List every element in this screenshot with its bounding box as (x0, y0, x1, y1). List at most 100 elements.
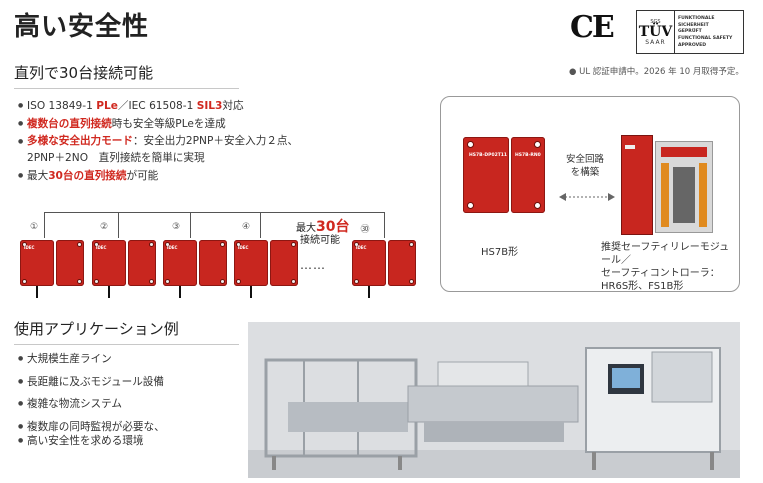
tuv-line: APPROVED (678, 42, 707, 48)
feature-highlight: PLe (96, 100, 118, 112)
feature-text: ：安全出力2PNP＋安全入力２点、 (132, 135, 299, 147)
terminal-block (699, 163, 707, 227)
chain-number: ㉚ (360, 225, 370, 235)
door-sensor-actuator (199, 240, 227, 286)
sensor-code: HS7B-DP02T11 (469, 153, 508, 158)
tuv-main-text: TÜV (638, 23, 673, 40)
section-heading-text: 使用アプリケーション例 (14, 320, 179, 338)
sensor-brand: IDEC (167, 245, 178, 250)
feature-highlight: 30台の直列接続 (48, 170, 127, 182)
tuv-line: GEPRÜFT (678, 29, 702, 35)
chain-drop-line (190, 212, 191, 238)
chain-number: ① (29, 222, 39, 232)
sensor-brand: IDEC (96, 245, 107, 250)
chain-drop-line (384, 212, 385, 238)
application-item: 複雑な物流システム (18, 393, 165, 416)
section-heading-text: 直列で30台接続可能 (14, 64, 154, 82)
feature-highlight: 複数台の直列接続 (27, 118, 112, 130)
door-sensor-unit: IDEC (92, 240, 126, 286)
chain-number: ② (99, 222, 109, 232)
safety-relay-image (621, 135, 653, 235)
max-suffix: 接続可能 (300, 235, 340, 247)
sensor-cable (179, 286, 181, 298)
hs7b-actuator-image: HS7B-RN0 (511, 137, 545, 213)
sensor-cable (108, 286, 110, 298)
tuv-saar-text: SAAR (645, 38, 666, 46)
door-sensor-actuator (388, 240, 416, 286)
controller-header (661, 147, 707, 157)
tuv-sgs-text: SGS (650, 18, 661, 25)
feature-text: 2PNP＋2NO 直列接続を簡単に実現 (27, 152, 205, 164)
sensor-cable (250, 286, 252, 298)
bidirectional-arrow-icon (559, 193, 615, 201)
chain-bus-line (44, 212, 384, 213)
feature-text: が可能 (126, 170, 159, 182)
sensor-code: HS7B-RN0 (515, 153, 541, 158)
sensor-brand: IDEC (356, 245, 367, 250)
feature-list: ISO 13849-1 PLe／IEC 61508-1 SIL3対応 複数台の直… (18, 97, 298, 185)
sensor-brand: IDEC (24, 245, 35, 250)
chain-drop-line (44, 212, 45, 238)
feature-text: ／IEC 61508-1 (117, 100, 197, 112)
tuv-line: FUNKTIONALE SICHERHEIT (678, 16, 715, 28)
section-heading-apps: 使用アプリケーション例 (14, 318, 239, 345)
door-sensor-unit: IDEC (234, 240, 268, 286)
max-prefix: 最大 (296, 223, 316, 234)
feature-highlight: SIL3 (196, 100, 223, 112)
tuv-description: FUNKTIONALE SICHERHEIT GEPRÜFT FUNCTIONA… (675, 11, 743, 53)
hs7b-sensor-image: HS7B-DP02T11 (463, 137, 509, 213)
tuv-badge: SGS TÜV SAAR FUNKTIONALE SICHERHEIT GEPR… (636, 10, 744, 54)
application-item: 複数扉の同時監視が必要な、 (18, 416, 165, 439)
controller-module (673, 167, 695, 223)
application-item: 大規模生産ライン (18, 348, 165, 371)
application-item: 長距離に及ぶモジュール設備 (18, 371, 165, 394)
circuit-line: 安全回路 (565, 154, 604, 165)
max-connection-label: 最大30台 接続可能 (296, 219, 350, 247)
hs7b-label: HS7B形 (481, 247, 519, 258)
door-sensor-actuator (270, 240, 298, 286)
page-title: 高い安全性 (14, 12, 150, 42)
terminal-block (661, 163, 669, 227)
machine-illustration (248, 322, 740, 478)
sensor-cable (368, 286, 370, 298)
tuv-line: FUNCTIONAL SAFETY (678, 35, 733, 41)
relay-label: 推奨セーフティリレーモジュール／ セーフティコントローラ： HR6S形、FS1B… (601, 241, 739, 293)
production-line-photo (248, 322, 740, 478)
ce-mark: CE (570, 10, 615, 45)
door-sensor-unit: IDEC (163, 240, 197, 286)
relay-line: セーフティコントローラ： (601, 268, 720, 279)
application-list: 大規模生産ライン 長距離に及ぶモジュール設備 複雑な物流システム 複数扉の同時監… (18, 348, 165, 448)
sensor-cable (36, 286, 38, 298)
relay-indicator (625, 145, 635, 149)
door-sensor-actuator (128, 240, 156, 286)
section-heading-serial: 直列で30台接続可能 (14, 62, 239, 89)
chain-drop-line (118, 212, 119, 238)
feature-item: 最大30台の直列接続が可能 (18, 167, 298, 185)
feature-item: ISO 13849-1 PLe／IEC 61508-1 SIL3対応 (18, 97, 298, 115)
door-sensor-actuator (56, 240, 84, 286)
feature-text: ISO 13849-1 (27, 100, 97, 112)
ul-note: ● UL 認証申請中。2026 年 10 月取得予定。 (569, 67, 744, 77)
ellipsis: …… (300, 258, 326, 272)
chain-drop-line (260, 212, 261, 238)
application-item-continued: 高い安全性を求める環境 (18, 434, 165, 448)
chain-number: ④ (241, 222, 251, 232)
system-panel: HS7B-DP02T11 HS7B-RN0 HS7B形 安全回路 を構築 推奨セ… (440, 96, 740, 292)
feature-text: 時も安全等級PLeを達成 (111, 118, 226, 130)
door-sensor-unit: IDEC (352, 240, 386, 286)
feature-item: 複数台の直列接続時も安全等級PLeを達成 (18, 115, 298, 133)
max-value: 30台 (316, 219, 350, 235)
sensor-brand: IDEC (238, 245, 249, 250)
relay-line: HR6S形、FS1B形 (601, 281, 684, 292)
chain-number: ③ (171, 222, 181, 232)
circuit-label: 安全回路 を構築 (559, 153, 611, 179)
feature-highlight: 多様な安全出力モード (27, 135, 133, 147)
application-text: 高い安全性を求める環境 (27, 435, 144, 447)
circuit-line: を構築 (570, 167, 600, 178)
feature-item: 多様な安全出力モード：安全出力2PNP＋安全入力２点、 2PNP＋2NO 直列接… (18, 133, 298, 167)
feature-text: 最大 (27, 170, 49, 182)
relay-line: 推奨セーフティリレーモジュール／ (601, 242, 730, 266)
tuv-logo: SGS TÜV SAAR (637, 11, 675, 53)
feature-text: 対応 (222, 100, 244, 112)
door-sensor-unit: IDEC (20, 240, 54, 286)
